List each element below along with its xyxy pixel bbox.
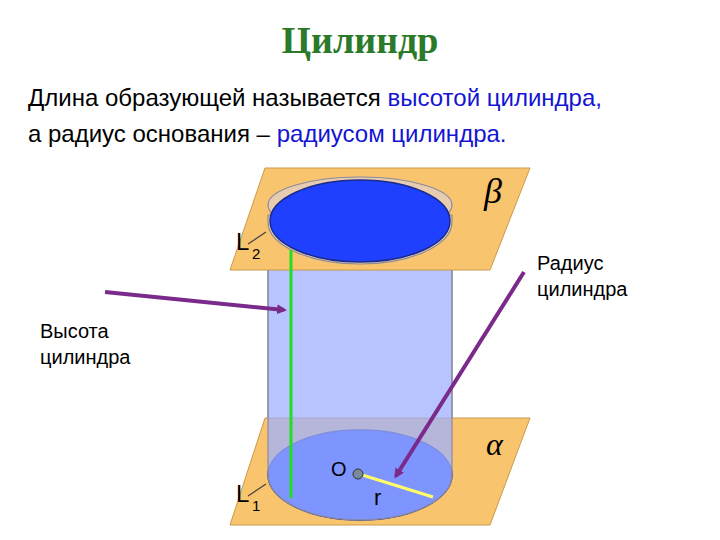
plane-name: α — [486, 424, 503, 466]
radius-name: r — [374, 484, 381, 513]
point-index: 1 — [252, 496, 260, 516]
definition-text: а радиус основания – — [28, 120, 270, 147]
definition-line: Длина образующей называется высотой цилин… — [28, 84, 609, 112]
plane-name: β — [484, 168, 502, 215]
height-line — [290, 250, 293, 498]
title: Цилиндр — [0, 18, 720, 62]
top-base — [270, 180, 450, 262]
point-index: 2 — [252, 244, 260, 264]
definition-line: а радиус основания – радиусом цилиндра. — [28, 120, 513, 148]
point-name: L — [236, 478, 249, 509]
plane-beta — [230, 168, 530, 270]
definition-term: радиусом цилиндра. — [277, 120, 507, 147]
center-name: O — [331, 456, 347, 482]
center-point — [353, 469, 363, 479]
definition-text: Длина образующей называется — [28, 84, 381, 111]
callout-label: Высота цилиндра — [40, 318, 122, 370]
height-arrow — [105, 292, 284, 310]
radius-line — [359, 474, 433, 497]
point-name: L — [236, 226, 249, 257]
definition-term: высотой цилиндра, — [388, 84, 602, 111]
radius-arrow — [396, 272, 524, 476]
callout-label: Радиус цилиндра — [537, 250, 677, 302]
